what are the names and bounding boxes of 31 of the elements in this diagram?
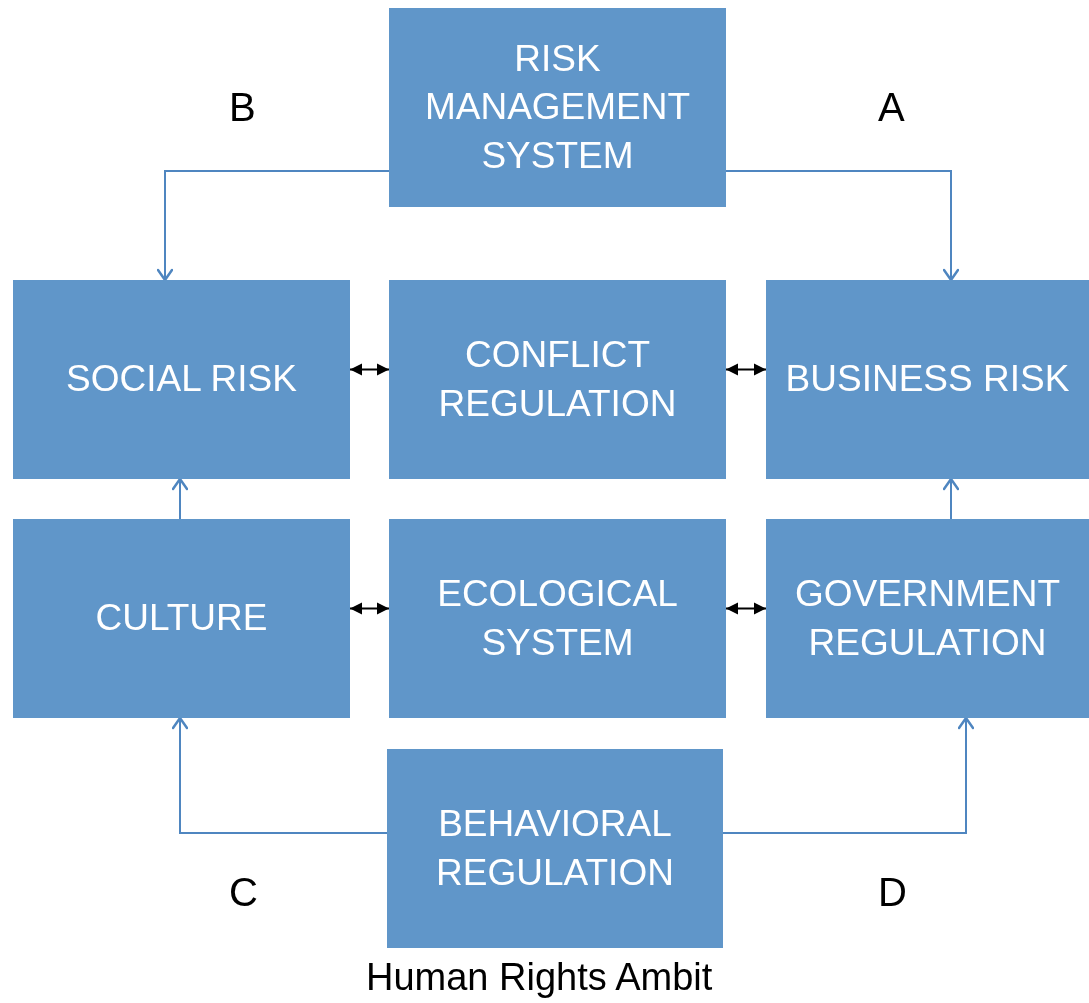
arrow [725,363,767,376]
box-label: BEHAVIORAL REGULATION [435,802,675,895]
box-label: ECOLOGICAL SYSTEM [436,572,679,665]
box-label: GOVERNMENT REGULATION [793,572,1062,665]
arrow [349,363,390,376]
quadrant-letter: B [229,85,256,130]
process-box [387,749,723,948]
process-box [13,280,350,479]
box-label: CULTURE [95,596,268,641]
arrow [171,716,388,834]
quadrant-letter: A [878,85,905,130]
arrow [942,477,960,520]
box-label: SOCIAL RISK [66,357,297,402]
box-label: RISK MANAGEMENT SYSTEM [423,37,692,178]
process-box [389,8,726,207]
quadrant-letter: C [229,870,258,915]
arrow [722,716,975,834]
process-box [766,280,1089,479]
process-box [766,519,1089,718]
quadrant-letter: D [878,870,907,915]
arrow [171,477,189,520]
arrow [156,170,390,282]
box-label: BUSINESS RISK [785,357,1070,402]
process-box [389,519,726,718]
process-box [13,519,350,718]
arrow [725,170,960,282]
arrow [349,602,390,615]
box-label: CONFLICT REGULATION [437,333,678,426]
process-box [389,280,726,479]
arrow [725,602,767,615]
caption: Human Rights Ambit [366,956,713,999]
